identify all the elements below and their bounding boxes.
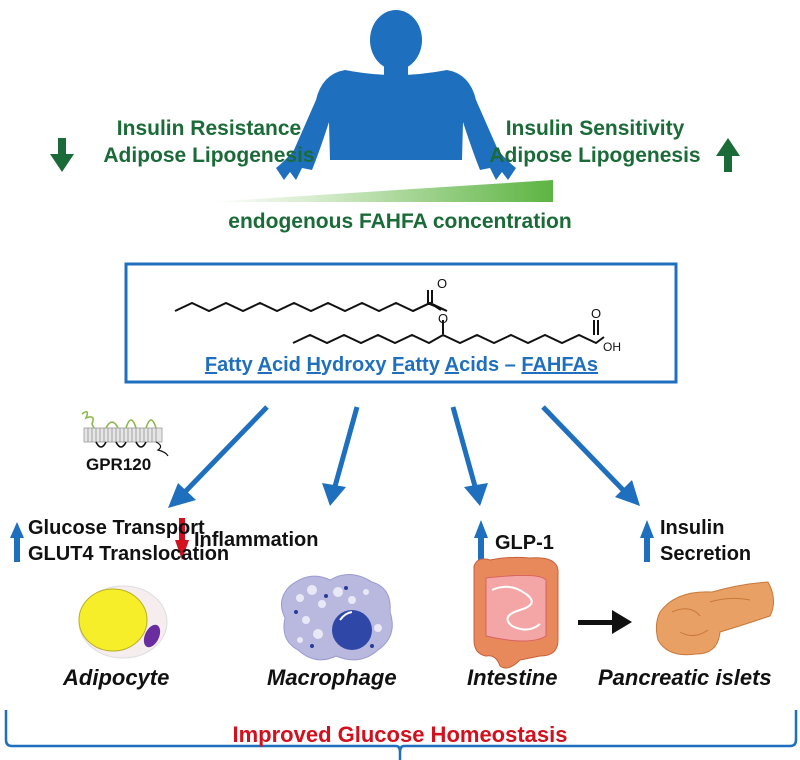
header-left-line1: Insulin Resistance	[116, 117, 302, 140]
acid-oxygen-label: O	[591, 306, 602, 321]
pancreas-icon	[655, 581, 774, 656]
title-initial: F	[204, 354, 218, 376]
cell-label-intestine: Intestine	[467, 665, 558, 690]
effect-line2: GLUT4 Translocation	[28, 543, 230, 565]
hydroxyl-label: OH	[603, 340, 621, 354]
carbonyl-oxygen-label: O	[437, 276, 448, 291]
footer-outcome: Improved Glucose Homeostasis	[232, 722, 568, 747]
effect-macrophage: Inflammation	[194, 527, 318, 553]
arrow-to-pancreas	[541, 405, 640, 506]
effect-line2: Secretion	[660, 543, 752, 565]
header-right-block: Insulin Sensitivity Adipose Lipogenesis	[473, 115, 717, 169]
title-initial: F	[392, 354, 405, 376]
intestine-icon	[473, 556, 559, 669]
gpr120-label: GPR120	[86, 455, 152, 474]
up-arrow-icon	[474, 520, 488, 562]
header-left-line2: Adipose Lipogenesis	[103, 144, 315, 167]
effect-line1: Glucose Transport	[28, 517, 205, 539]
effect-line1: Insulin	[660, 517, 725, 539]
bracket-brace	[4, 710, 798, 760]
title-rest: atty	[404, 354, 445, 376]
effect-pancreas: Insulin Secretion	[660, 515, 751, 567]
fahfa-title: Fatty Acid Hydroxy Fatty Acids – FAHFAs	[149, 354, 654, 377]
gpr120-receptor-icon	[81, 410, 169, 457]
gradient-label: endogenous FAHFA concentration	[228, 210, 572, 233]
title-rest: cids –	[459, 354, 522, 376]
arrow-to-macrophage	[322, 406, 360, 506]
header-right-line1: Insulin Sensitivity	[505, 117, 685, 140]
up-arrow-icon	[10, 522, 24, 562]
title-initial: H	[306, 354, 321, 376]
title-initial: A	[257, 354, 272, 376]
header-left-block: Insulin Resistance Adipose Lipogenesis	[97, 115, 321, 169]
right-arrow-icon	[578, 610, 632, 634]
ester-oxygen-label: O	[438, 311, 449, 326]
down-arrow-icon	[175, 518, 189, 560]
adipocyte-icon	[78, 585, 168, 659]
molecule-box	[124, 262, 678, 384]
header-right-line2: Adipose Lipogenesis	[489, 144, 701, 167]
fahfa-structure	[174, 290, 605, 345]
title-rest: cid	[271, 354, 307, 376]
down-arrow-icon	[50, 138, 74, 172]
arrow-to-intestine	[450, 406, 488, 506]
cell-label-macrophage: Macrophage	[267, 665, 397, 690]
effect-line1: Inflammation	[194, 529, 319, 551]
arrow-to-adipocyte	[168, 405, 269, 508]
title-rest: ydroxy	[320, 354, 393, 376]
title-rest: atty	[217, 354, 258, 376]
pathway-arrows	[168, 405, 640, 508]
effect-intestine: GLP-1	[495, 530, 554, 556]
cell-label-pancreatic-islets: Pancreatic islets	[598, 665, 772, 690]
cell-label-adipocyte: Adipocyte	[63, 665, 170, 690]
up-arrow-icon	[716, 138, 740, 172]
title-initial: A	[444, 354, 460, 376]
title-acronym: FAHFAs	[521, 354, 599, 376]
up-arrow-icon	[640, 520, 654, 562]
human-silhouette-icon	[276, 10, 516, 180]
effect-line1: GLP-1	[495, 532, 554, 554]
macrophage-icon	[280, 574, 393, 661]
concentration-gradient-wedge	[210, 180, 553, 202]
effect-adipocyte: Glucose Transport GLUT4 Translocation	[28, 515, 229, 567]
